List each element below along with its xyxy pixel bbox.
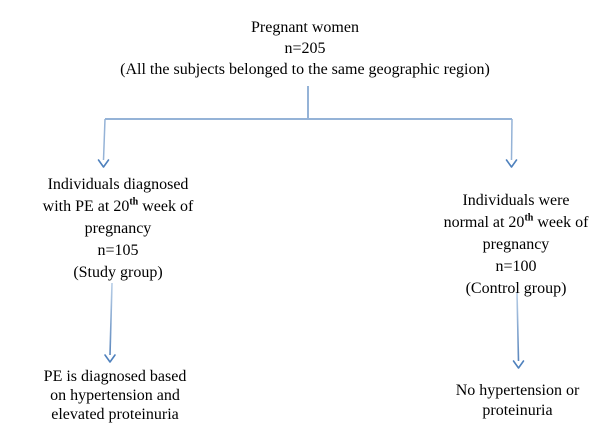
study-node-line-2-post: week of [138, 198, 194, 215]
control-outcome-node: No hypertension or proteinuria [424, 381, 610, 421]
study-outcome-line-3: elevated proteinuria [51, 406, 179, 423]
study-node-line-1: Individuals diagnosed [47, 176, 189, 193]
control-outcome-line-1: No hypertension or [455, 382, 580, 399]
study-outcome-node: PE is diagnosed based on hypertension an… [15, 367, 215, 424]
control-node-line-3: pregnancy [482, 236, 550, 253]
branch-left-arrowhead-icon [97, 159, 110, 168]
branch-left-drop-line [102, 118, 106, 161]
study-node-line-4: n=105 [97, 242, 139, 259]
root-node-line-3: (All the subjects belonged to the same g… [120, 61, 490, 78]
control-node-line-2-superscript: th [524, 212, 534, 224]
branch-right-arrowhead-icon [505, 159, 518, 168]
control-node-line-4: n=100 [495, 258, 537, 275]
study-node-line-2: with PE at 20th week of [18, 196, 218, 218]
study-node-line-5: (Study group) [73, 264, 163, 281]
control-arrowhead-icon [512, 360, 525, 369]
root-node-line-1: Pregnant women [251, 19, 359, 36]
root-node-line-2: n=205 [284, 40, 326, 57]
control-outcome-line-2: proteinuria [482, 402, 553, 419]
study-node-line-3: pregnancy [84, 220, 152, 237]
branch-right-drop-line [510, 118, 513, 161]
study-group-node: Individuals diagnosed with PE at 20th we… [18, 174, 218, 284]
study-arrow-shaft [109, 282, 113, 356]
root-node: Pregnant women n=205 (All the subjects b… [55, 17, 555, 80]
control-node-line-2-post: week of [533, 214, 589, 231]
study-arrowhead-icon [104, 354, 116, 363]
control-node-line-1: Individuals were [462, 192, 570, 209]
control-group-node: Individuals were normal at 20th week of … [420, 190, 610, 300]
control-node-line-2: normal at 20th week of [420, 212, 610, 234]
study-outcome-line-2: on hypertension and [50, 387, 180, 404]
study-node-line-2-pre: with PE at 20 [42, 198, 130, 215]
control-node-line-5: (Control group) [465, 280, 567, 297]
study-outcome-line-1: PE is diagnosed based [43, 368, 187, 385]
study-node-line-2-superscript: th [129, 196, 139, 208]
control-arrow-shaft [516, 291, 520, 362]
control-node-line-2-pre: normal at 20 [443, 214, 525, 231]
